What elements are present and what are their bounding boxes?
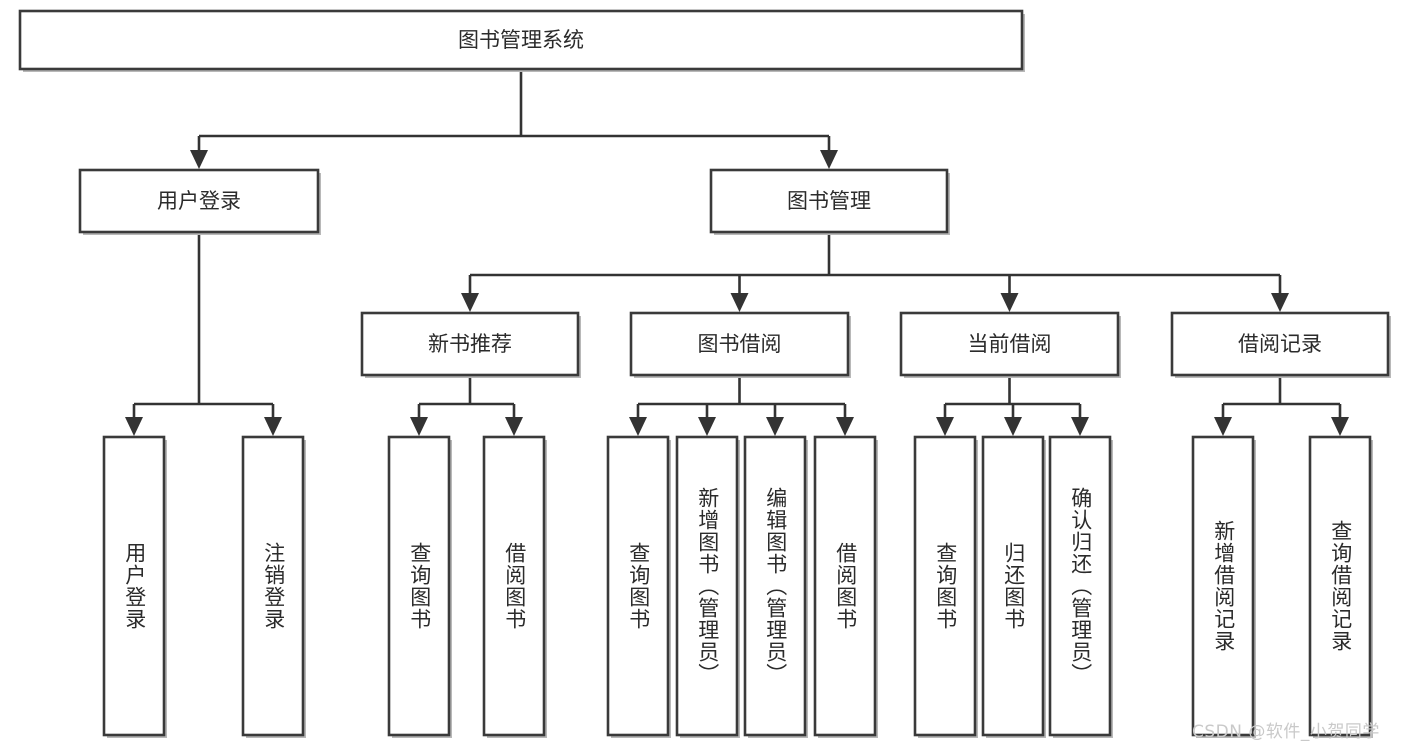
node-level3-new-book-recommend[interactable]: [360, 311, 580, 377]
node-leaf-leaf-user-login[interactable]: [102, 435, 166, 737]
arrow-head: [629, 417, 647, 436]
node-leaf-leaf-query-book-2[interactable]: [606, 435, 670, 737]
arrow-head: [190, 150, 208, 169]
node-level3-borrow-record[interactable]: [1170, 311, 1390, 377]
node-leaf-leaf-borrow-book-2[interactable]: [813, 435, 877, 737]
arrow-head: [1004, 417, 1022, 436]
node-level3-book-borrow[interactable]: [629, 311, 850, 377]
node-leaf-leaf-query-book-3[interactable]: [913, 435, 977, 737]
node-level3-label-book-borrow: 图书借阅: [698, 332, 782, 356]
arrow-head: [1214, 417, 1232, 436]
arrow-head: [766, 417, 784, 436]
arrow-head: [836, 417, 854, 436]
node-level2-user-login[interactable]: [78, 168, 320, 234]
boxes-layer: [18, 9, 1391, 738]
arrow-head: [1331, 417, 1349, 436]
node-root-label: 图书管理系统: [458, 28, 584, 52]
node-leaf-leaf-logout[interactable]: [241, 435, 305, 737]
arrow-head: [461, 293, 479, 312]
node-leaf-leaf-query-record[interactable]: [1308, 435, 1372, 737]
arrow-head: [125, 417, 143, 436]
node-level3-label-new-book-recommend: 新书推荐: [428, 332, 512, 356]
node-leaf-leaf-borrow-book-1[interactable]: [482, 435, 546, 737]
node-level3-label-borrow-record: 借阅记录: [1238, 332, 1322, 356]
node-leaf-leaf-return-book[interactable]: [981, 435, 1045, 737]
arrow-head: [1000, 293, 1019, 312]
node-leaf-leaf-add-record[interactable]: [1191, 435, 1255, 737]
node-leaf-leaf-query-book-1[interactable]: [387, 435, 451, 737]
node-level3-label-current-borrow: 当前借阅: [968, 332, 1052, 356]
node-leaf-leaf-edit-book[interactable]: [743, 435, 807, 737]
node-root[interactable]: [18, 9, 1024, 71]
edges-layer: [125, 69, 1349, 436]
arrow-head: [936, 417, 954, 436]
node-level2-label-user-login: 用户登录: [157, 189, 241, 213]
node-level3-current-borrow[interactable]: [899, 311, 1120, 377]
node-leaf-leaf-confirm-return[interactable]: [1048, 435, 1112, 737]
arrow-head: [410, 417, 428, 436]
arrow-head: [505, 417, 523, 436]
arrow-head: [264, 417, 282, 436]
csdn-watermark: CSDN @软件_小贺同学: [1192, 722, 1380, 742]
arrow-head: [730, 293, 749, 312]
node-level2-label-book-manage: 图书管理: [787, 189, 871, 213]
node-level2-book-manage[interactable]: [709, 168, 949, 234]
node-leaf-leaf-add-book[interactable]: [675, 435, 739, 737]
arrow-head: [1071, 417, 1089, 436]
arrow-head: [698, 417, 716, 436]
arrow-head: [1271, 293, 1289, 312]
arrow-head: [820, 150, 838, 169]
